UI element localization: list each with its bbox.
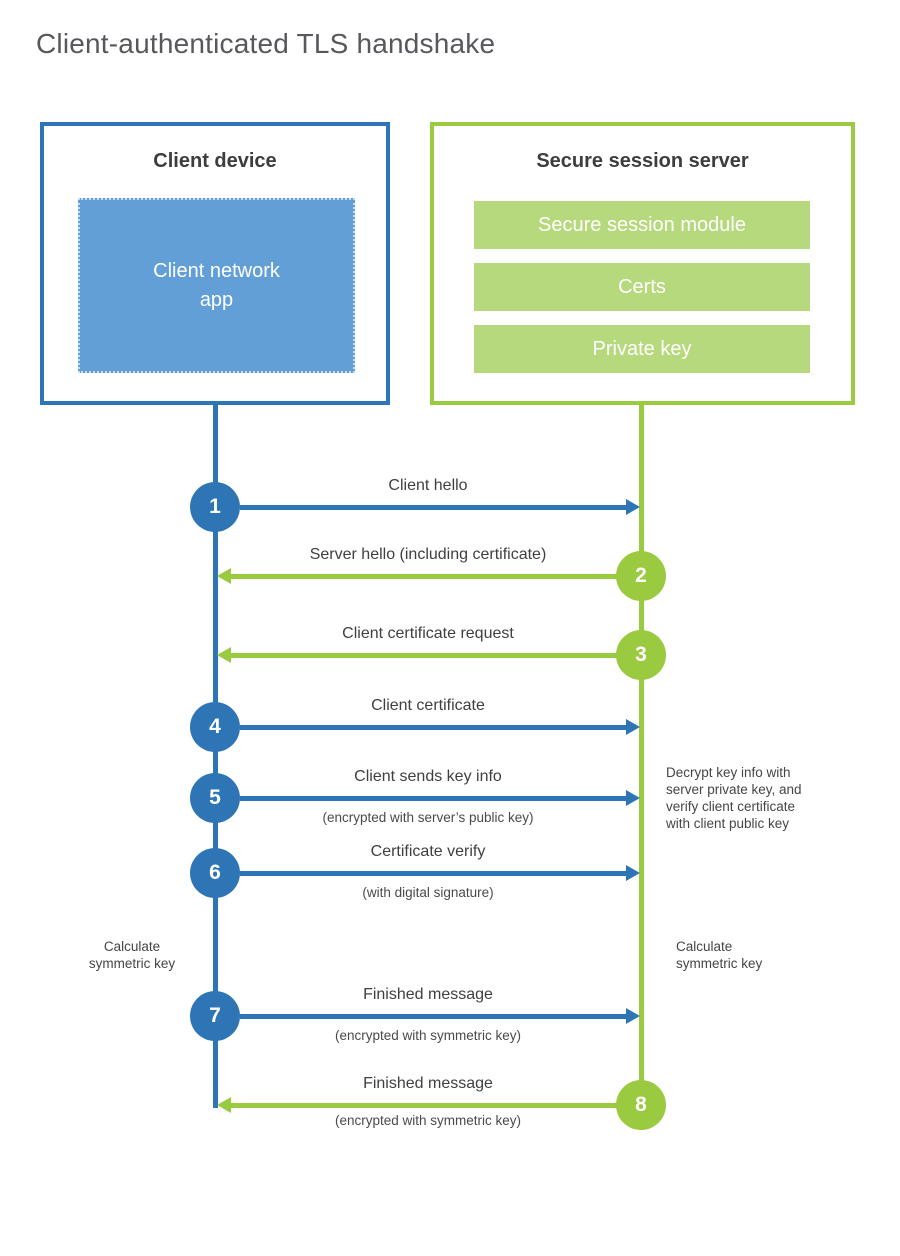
step-4-circle: 4 — [190, 702, 240, 752]
step-6-arrowhead-icon — [626, 865, 640, 881]
server-lifeline — [639, 405, 644, 1130]
step-1-arrowhead-icon — [626, 499, 640, 515]
step-4-arrowhead-icon — [626, 719, 640, 735]
module-bar-private-key: Private key — [474, 325, 810, 373]
step-6-sublabel: (with digital signature) — [362, 885, 494, 900]
step-7-arrow — [240, 1014, 626, 1019]
client-device-box: Client device Client network app — [40, 122, 390, 405]
step-3-arrow — [231, 653, 617, 658]
client-device-title: Client device — [153, 150, 277, 172]
step-5-sublabel: (encrypted with server’s public key) — [322, 810, 534, 825]
module-bar-certs: Certs — [474, 263, 810, 311]
step-8-label: Finished message — [363, 1075, 493, 1092]
page-title: Client-authenticated TLS handshake — [36, 28, 496, 59]
step-6-circle: 6 — [190, 848, 240, 898]
calculate-symmetric-key-note-client: Calculate symmetric key — [88, 939, 176, 971]
step-6-arrow — [240, 871, 626, 876]
step-8-arrowhead-icon — [217, 1097, 231, 1113]
step-7-circle: 7 — [190, 991, 240, 1041]
step-6-label: Certificate verify — [370, 843, 486, 860]
step-2-label: Server hello (including certificate) — [309, 546, 547, 563]
step-8-circle: 8 — [616, 1080, 666, 1130]
secure-session-server-title: Secure session server — [536, 150, 749, 172]
decrypt-key-info-note: Decrypt key info with server private key… — [666, 765, 802, 831]
step-4-label: Client certificate — [371, 697, 485, 714]
step-7-label: Finished message — [363, 986, 493, 1003]
step-5-arrow — [240, 796, 626, 801]
step-8-arrow — [231, 1103, 617, 1108]
step-5-arrowhead-icon — [626, 790, 640, 806]
module-bar-secure-session-module: Secure session module — [474, 201, 810, 249]
step-7-arrowhead-icon — [626, 1008, 640, 1024]
client-lifeline — [213, 405, 218, 1108]
step-1-label: Client hello — [388, 477, 468, 494]
step-1-arrow — [240, 505, 626, 510]
step-2-circle: 2 — [616, 551, 666, 601]
step-2-arrowhead-icon — [217, 568, 231, 584]
step-5-label: Client sends key info — [354, 768, 502, 785]
client-network-app-box: Client network app — [78, 198, 355, 373]
step-3-circle: 3 — [616, 630, 666, 680]
step-4-arrow — [240, 725, 626, 730]
step-7-sublabel: (encrypted with symmetric key) — [334, 1028, 522, 1043]
step-3-label: Client certificate request — [342, 625, 514, 642]
step-3-arrowhead-icon — [217, 647, 231, 663]
step-8-sublabel: (encrypted with symmetric key) — [334, 1113, 522, 1128]
calculate-symmetric-key-note-server: Calculate symmetric key — [676, 939, 763, 971]
secure-session-server-box: Secure session server Secure session mod… — [430, 122, 855, 405]
step-5-circle: 5 — [190, 773, 240, 823]
step-1-circle: 1 — [190, 482, 240, 532]
step-2-arrow — [231, 574, 617, 579]
